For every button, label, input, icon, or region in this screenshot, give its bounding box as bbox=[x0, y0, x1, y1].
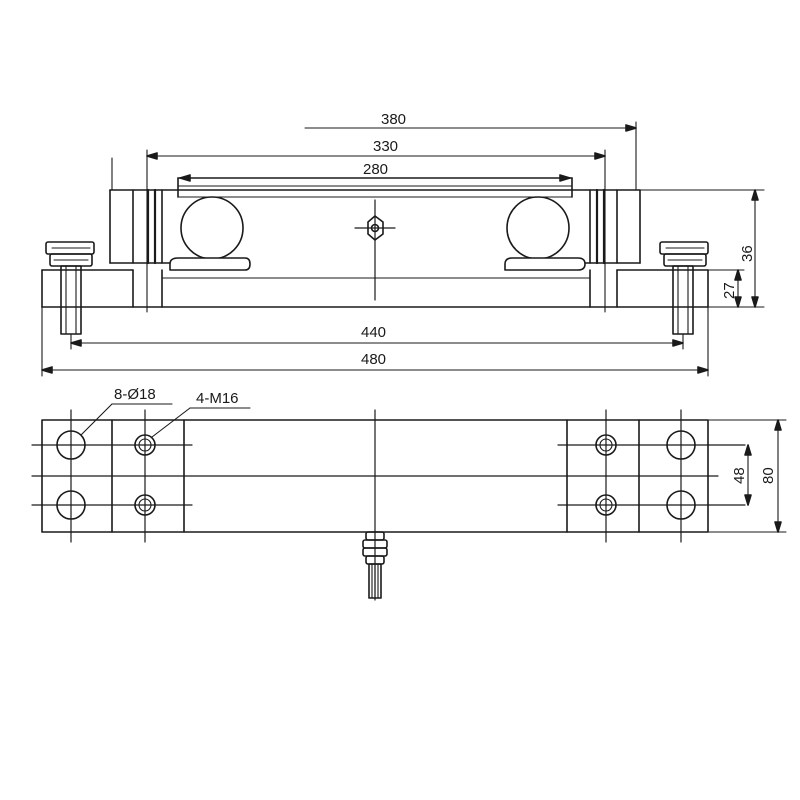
base-beam bbox=[41, 269, 709, 308]
threaded-hole-m16 bbox=[134, 494, 156, 516]
hole-d18 bbox=[666, 430, 696, 460]
right-mounting-bolt bbox=[659, 241, 709, 335]
left-roller bbox=[169, 196, 251, 271]
dimension-480: 480 bbox=[41, 306, 709, 377]
right-roller bbox=[504, 196, 586, 271]
callout-holes: 8-Ø18 bbox=[80, 386, 173, 436]
dimension-label-27: 27 bbox=[721, 282, 738, 299]
dimension-label-36: 36 bbox=[739, 245, 756, 262]
dimension-label-48: 48 bbox=[731, 467, 748, 484]
dimension-36: 36 bbox=[639, 189, 765, 308]
dimension-380: 380 bbox=[304, 111, 637, 191]
dimension-label-280: 280 bbox=[363, 161, 388, 178]
dimension-330: 330 bbox=[111, 138, 606, 313]
dimension-label-380: 380 bbox=[381, 111, 406, 128]
dimension-label-80: 80 bbox=[760, 467, 777, 484]
hole-d18 bbox=[56, 430, 86, 460]
dimension-27: 27 bbox=[707, 269, 745, 308]
cable-gland bbox=[362, 531, 388, 599]
dimension-280: 280 bbox=[177, 161, 573, 182]
dimension-440: 440 bbox=[70, 324, 684, 350]
dimension-label-480: 480 bbox=[361, 351, 386, 368]
dimension-label-440: 440 bbox=[361, 324, 386, 341]
hole-group-d18 bbox=[56, 430, 696, 520]
callout-threads: 4-M16 bbox=[151, 390, 251, 438]
hole-d18 bbox=[666, 490, 696, 520]
threaded-hole-m16 bbox=[595, 434, 617, 456]
dimension-label-330: 330 bbox=[373, 138, 398, 155]
plan-view: 8-Ø18 4-M16 48 80 bbox=[31, 386, 787, 601]
front-view: 380 330 280 440 bbox=[41, 111, 765, 377]
dimension-48: 48 bbox=[731, 444, 752, 506]
threaded-hole-m16 bbox=[134, 434, 156, 456]
hole-d18 bbox=[56, 490, 86, 520]
center-load-point bbox=[354, 199, 396, 301]
hole-group-m16 bbox=[134, 434, 617, 516]
callout-label-holes: 8-Ø18 bbox=[114, 386, 156, 403]
left-mounting-bolt bbox=[45, 241, 95, 335]
dimension-80: 80 bbox=[707, 419, 787, 533]
threaded-hole-m16 bbox=[595, 494, 617, 516]
plan-centerlines bbox=[31, 409, 746, 601]
callout-label-threads: 4-M16 bbox=[196, 390, 239, 407]
